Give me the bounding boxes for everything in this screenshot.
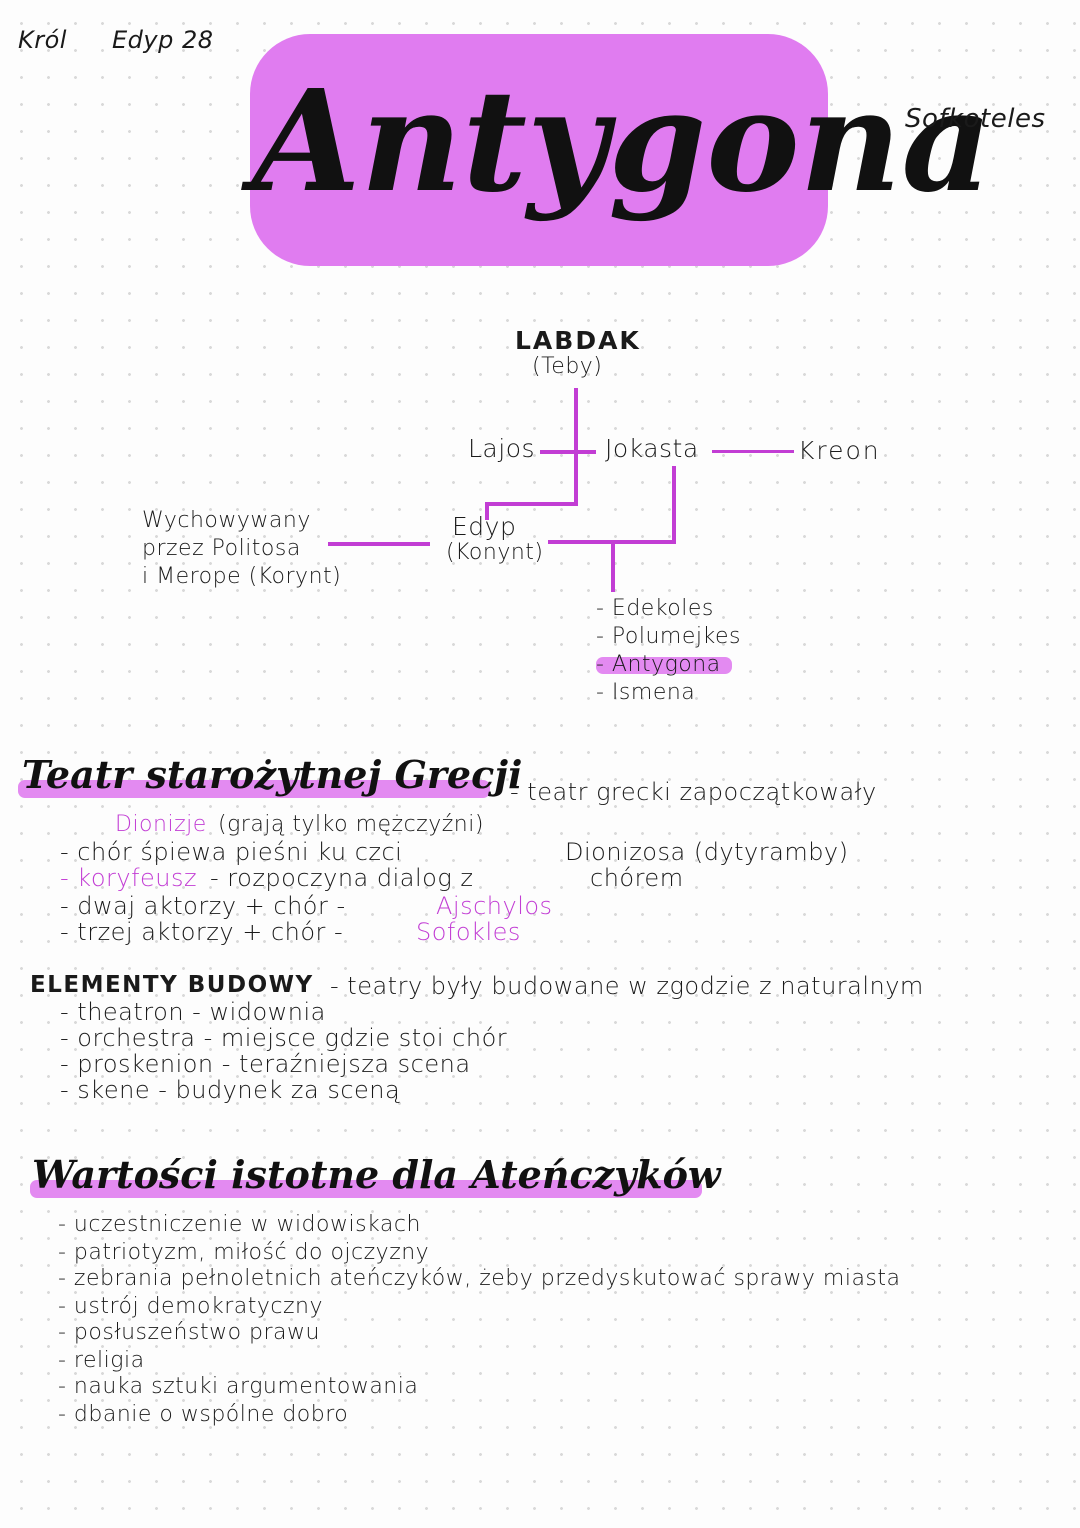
theatre-heading: Teatr starożytnej Grecji [22,752,523,797]
page-title: Antygona [252,60,993,224]
values-item: - dbanie o wspólne dobro [58,1402,349,1427]
tree-line-root-down [574,388,578,505]
tree-child: - Polumejkes [596,624,741,649]
tree-root-city: (Teby) [532,354,603,379]
tree-root-name: LABDAK [515,326,641,355]
elements-item: - skene - budynek za sceną [60,1076,401,1104]
values-item: - religia [58,1348,145,1373]
tree-line-to-edyp-h [485,502,578,506]
tree-line-jokasta-down [672,466,676,542]
author-note: Sofkoteles [905,104,1046,134]
theatre-item: - chór śpiewa pieśni ku czci [60,838,403,866]
tree-lajos: Lajos [468,434,536,463]
theatre-item-ajschylos: Ajschylos [436,892,553,920]
elements-intro: - teatry były budowane w zgodzie z natur… [330,972,924,1000]
tree-foster-line-3: i Merope (Korynt) [142,564,342,589]
values-item: - patriotyzm, miłość do ojczyzny [58,1240,430,1265]
values-item: - ustrój demokratyczny [58,1294,323,1319]
tree-line-jokasta-kreon [712,450,794,453]
dionizje-label: Dionizje [115,812,207,837]
theatre-heading-highlight [18,780,490,798]
values-item: - zebrania pełnoletnich ateńczyków, żeby… [58,1266,901,1291]
antygona-highlight [596,657,732,674]
elements-item: - orchestra - miejsce gdzie stoi chór [60,1024,508,1052]
header-note-oedipus: Edyp 28 [112,26,214,54]
theatre-item-tail: chórem [590,864,684,892]
elements-item: - theatron - widownia [60,998,326,1026]
tree-child: - Antygona [596,652,721,677]
header-note-king: Król [18,26,67,54]
tree-line-to-edyp-v [485,502,489,520]
theatre-item-sofokles: Sofokles [416,918,521,946]
tree-line-lajos-jokasta [540,450,596,454]
tree-foster-line-2: przez Politosa [142,536,301,561]
tree-kreon: Kreon [798,436,881,465]
theatre-item-koryfeusz: - koryfeusz [60,864,198,892]
tree-edyp-note: (Konynt) [446,540,544,565]
theatre-item-tail: Dionizosa (dytyramby) [565,838,849,866]
theatre-item: - dwaj aktorzy + chór - [60,892,346,920]
theatre-item: - trzej aktorzy + chór - [60,918,344,946]
theatre-intro: - teatr grecki zapoczątkowały [510,778,877,806]
tree-child: - Ismena [596,680,696,705]
theatre-item: - rozpoczyna dialog z [210,864,474,892]
dionizje-note: (grają tylko mężczyźni) [218,812,484,837]
values-item: - posłuszeństwo prawu [58,1320,320,1345]
elements-item: - proskenion - teraźniejsza scena [60,1050,471,1078]
values-item: - nauka sztuki argumentowania [58,1374,419,1399]
tree-line-children [611,540,615,592]
values-heading-highlight [30,1180,702,1198]
title-highlight [250,34,828,266]
elements-heading: ELEMENTY BUDOWY [30,972,314,998]
values-item: - uczestniczenie w widowiskach [58,1212,421,1237]
tree-line-foster [328,542,430,546]
values-heading: Wartości istotne dla Ateńczyków [32,1152,721,1197]
tree-jokasta: Jokasta [605,434,699,463]
tree-edyp: Edyp [452,512,517,541]
tree-child: - Edekoles [596,596,714,621]
tree-foster-line-1: Wychowywany [142,508,311,533]
